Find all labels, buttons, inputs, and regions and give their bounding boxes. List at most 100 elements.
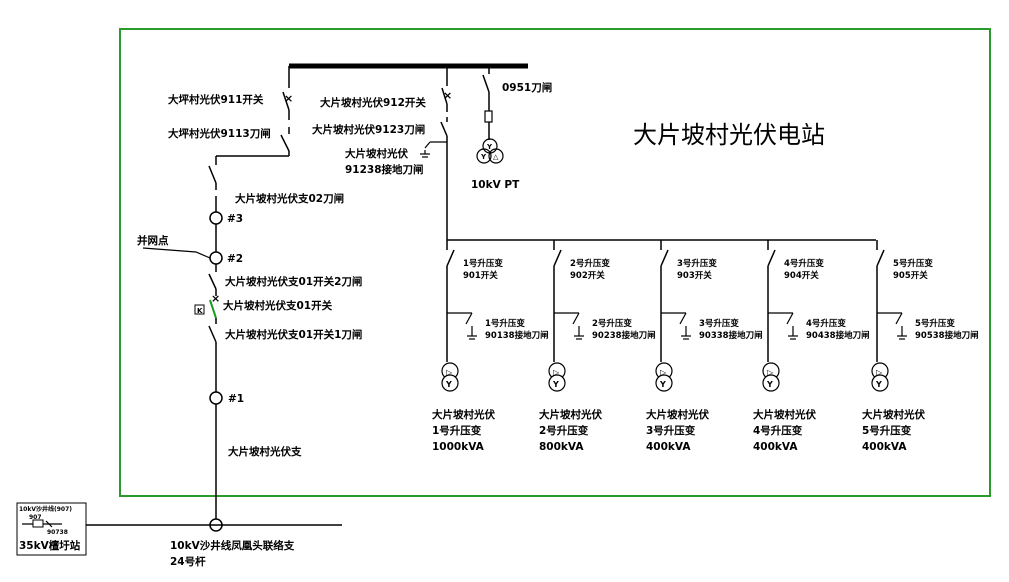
winding-2-symbol: Y (766, 380, 773, 389)
ground-label-2: 90438接地刀闸 (806, 330, 870, 341)
grid-point-label: 并网点 (137, 234, 169, 247)
switch-blade (767, 249, 776, 267)
unit-transformer-label: 2号升压变 (539, 424, 589, 437)
svg-text:Y: Y (486, 143, 493, 151)
switch-label-1: 2号升压变 (570, 258, 610, 269)
knife-switch-01-2[interactable] (208, 273, 217, 296)
unit-transformer-label: 5号升压变 (862, 424, 912, 437)
substation-breaker-icon (32, 519, 44, 528)
switch-904[interactable] (767, 249, 776, 267)
breaker-01-box-icon (194, 304, 205, 315)
unit-1: ▷Y1号升压变901开关1号升压变90138接地刀闸大片坡村光伏1号升压变100… (432, 240, 549, 453)
pt-knife-label: 0951刀闸 (502, 81, 552, 94)
ground-label-2: 90538接地刀闸 (915, 330, 979, 341)
knife-switch-9113[interactable] (280, 127, 290, 156)
unit-name-label: 大片坡村光伏 (432, 408, 495, 421)
svg-text:×: × (443, 89, 452, 102)
unit-2: ▷Y2号升压变902开关2号升压变90238接地刀闸大片坡村光伏2号升压变800… (539, 240, 656, 453)
knife-9123-label: 大片坡村光伏9123刀闸 (312, 123, 425, 136)
ground-label-2: 90238接地刀闸 (592, 330, 656, 341)
unit-transformer-label: 3号升压变 (646, 424, 696, 437)
ground-switch-90338[interactable] (661, 312, 691, 340)
step-up-transformer-icon: ▷Y (441, 362, 459, 392)
winding-1-symbol: ▷ (446, 368, 453, 377)
pole-2-label: #2 (227, 253, 243, 265)
svg-text:Y: Y (480, 153, 487, 161)
step-up-transformer-icon: ▷Y (871, 362, 889, 392)
ground-switch-90138[interactable] (447, 312, 477, 340)
knife-switch-01-1[interactable] (208, 325, 217, 392)
ground-switch-91238[interactable] (420, 141, 447, 158)
switch-blade (876, 249, 885, 267)
ground-stroke (895, 312, 903, 325)
switch-905[interactable] (876, 249, 885, 267)
ground-label-1: 4号升压变 (806, 318, 846, 329)
winding-2-symbol: Y (875, 380, 882, 389)
winding-2-symbol: Y (445, 380, 452, 389)
junction-label-2: 24号杆 (170, 555, 206, 568)
unit-name-label: 大片坡村光伏 (539, 408, 602, 421)
step-up-transformer-icon: ▷Y (762, 362, 780, 392)
pole-3-label: #3 (227, 213, 243, 225)
winding-2 (548, 374, 566, 392)
transformer-units: ▷Y1号升压变901开关1号升压变90138接地刀闸大片坡村光伏1号升压变100… (432, 240, 979, 453)
unit-3: ▷Y3号升压变903开关3号升压变90338接地刀闸大片坡村光伏3号升压变400… (646, 240, 763, 453)
switch-911-label: 大坪村光伏911开关 (168, 93, 264, 106)
breaker-911[interactable]: × (282, 91, 293, 120)
ground-label-1: 5号升压变 (915, 318, 955, 329)
unit-capacity-label: 400kVA (862, 441, 907, 453)
unit-name-label: 大片坡村光伏 (862, 408, 925, 421)
ground-label-2: 90338接地刀闸 (699, 330, 763, 341)
ground-switch-90538[interactable] (877, 312, 907, 340)
switch-label-1: 1号升压变 (463, 258, 503, 269)
station-title: 大片坡村光伏电站 (633, 121, 825, 149)
unit-4: ▷Y4号升压变904开关4号升压变90438接地刀闸大片坡村光伏4号升压变400… (753, 240, 870, 453)
switch-label-2: 904开关 (784, 270, 819, 281)
unit-name-label: 大片坡村光伏 (646, 408, 709, 421)
pole-1-label: #1 (228, 393, 244, 405)
svg-text:×: × (211, 292, 220, 305)
knife-switch-9123[interactable] (440, 117, 448, 240)
winding-1-symbol: ▷ (767, 368, 774, 377)
breaker-912[interactable]: × (441, 87, 452, 112)
winding-2-symbol: Y (659, 380, 666, 389)
unit-capacity-label: 400kVA (753, 441, 798, 453)
breaker-01[interactable]: × K (194, 292, 220, 324)
grid-point-pointer (142, 247, 211, 259)
ground-switch-90238[interactable] (554, 312, 584, 340)
unit-5: ▷Y5号升压变905开关5号升压变90538接地刀闸大片坡村光伏5号升压变400… (862, 240, 979, 453)
unit-capacity-label: 400kVA (646, 441, 691, 453)
knife-switch-02[interactable] (208, 165, 217, 190)
pt-transformer-icon: Y Y △ (476, 138, 504, 164)
ground-switch-90438[interactable] (768, 312, 798, 340)
branch-name-label: 大片坡村光伏支 (228, 445, 302, 458)
pole-3-marker (209, 211, 223, 225)
svg-text:×: × (284, 92, 293, 105)
switch-903[interactable] (660, 249, 669, 267)
winding-1-symbol: ▷ (876, 368, 883, 377)
switch01-knife1-label: 大片坡村光伏支01开关1刀闸 (225, 328, 362, 341)
station-frame (119, 28, 991, 497)
left-branch: × × K (86, 66, 342, 532)
switch-blade (660, 249, 669, 267)
switch-label-2: 901开关 (463, 270, 498, 281)
step-up-transformer-icon: ▷Y (655, 362, 673, 392)
knife-switch-0951[interactable] (482, 74, 490, 111)
unit-capacity-label: 1000kVA (432, 441, 485, 453)
switch-label-1: 5号升压变 (893, 258, 933, 269)
winding-2 (762, 374, 780, 392)
switch-label-2: 905开关 (893, 270, 928, 281)
unit-capacity-label: 800kVA (539, 441, 584, 453)
ground-label-2: 90138接地刀闸 (485, 330, 549, 341)
switch-label-2: 903开关 (677, 270, 712, 281)
ground-91238-label-1: 大片坡村光伏 (345, 147, 408, 160)
pt-fuse-icon (484, 110, 493, 123)
ground-label-1: 2号升压变 (592, 318, 632, 329)
unit-transformer-label: 4号升压变 (753, 424, 803, 437)
switch-label-1: 4号升压变 (784, 258, 824, 269)
switch-902[interactable] (553, 249, 562, 267)
knife-02-label: 大片坡村光伏支02刀闸 (235, 192, 344, 205)
switch-901[interactable] (446, 249, 455, 267)
ground-stroke (572, 312, 580, 325)
